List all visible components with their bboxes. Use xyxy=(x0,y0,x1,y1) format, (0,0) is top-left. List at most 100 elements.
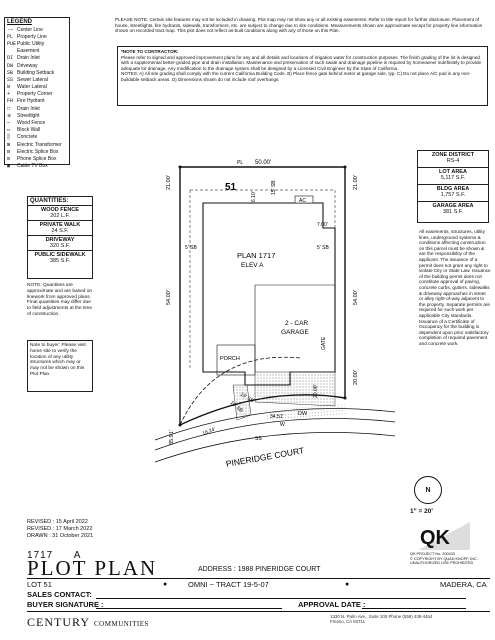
legend-symbol-icon: — xyxy=(7,120,11,127)
sales-line xyxy=(96,598,466,599)
legend-label: Driveway xyxy=(17,62,38,69)
legend-item: ⊡Phone Splice Box xyxy=(7,155,67,162)
plan-elev: ELEV A xyxy=(241,262,264,269)
legend-symbol-icon: ⊡ xyxy=(7,155,11,162)
quantity-value: 202 L.F. xyxy=(50,213,70,219)
quantities-title: QUANTITIES: xyxy=(28,197,92,206)
dw-label: DW xyxy=(298,411,308,417)
quantity-value: 24 S.F. xyxy=(51,228,69,234)
street-name: PINERIDGE COURT xyxy=(225,445,305,469)
century-logo: CENTURY COMMUNITIES xyxy=(27,613,149,631)
legend-label: Cable TV Box xyxy=(17,163,48,170)
lot-number: 51 xyxy=(225,182,237,193)
legend-symbol-icon: ▒ xyxy=(7,134,11,141)
legend-label: Block Wall xyxy=(17,127,41,134)
dim-curb-arc: 34.51' xyxy=(270,414,284,420)
legend-item: ⊟Electric Splice Box xyxy=(7,148,67,155)
dim-front-right: 20.00' xyxy=(353,370,359,385)
legend-symbol-icon: DW xyxy=(7,62,14,69)
porch-label: PORCH xyxy=(220,356,240,362)
dim-rear-left: 21.00' xyxy=(166,175,172,190)
zoning-label: GARAGE AREA xyxy=(432,203,474,209)
dim-rear-right: 21.00' xyxy=(353,175,359,190)
quantity-label: WOOD FENCE xyxy=(41,207,79,213)
legend-label: Drain Inlet xyxy=(17,105,40,112)
dim-front-left: 35.91' xyxy=(169,430,175,445)
title-plan-no: 1717 xyxy=(27,550,54,561)
legend-label: Easement xyxy=(17,48,40,55)
qk-text: QK PROJECT No. 200433 © COPYRIGHT BY QUA… xyxy=(410,552,494,566)
garage-label-1: 2 - CAR xyxy=(285,320,308,327)
legend-symbol-icon: SS xyxy=(7,76,14,83)
w-label: W xyxy=(280,422,285,428)
qk-logo: QK xyxy=(418,522,470,558)
legend-item: ▣Cable TV Box xyxy=(7,163,67,170)
quantity-value: 320 S.F. xyxy=(49,243,71,249)
address-value: 1988 PINERIDGE COURT xyxy=(237,566,321,573)
legend-label: Electric Splice Box xyxy=(17,148,59,155)
bottom-rule-top xyxy=(27,578,490,579)
legend-symbol-icon: + xyxy=(7,91,11,98)
legend-item: + Property Corner xyxy=(7,91,67,98)
qk-unauthorized: UNAUTHORIZED USE PROHIBITED xyxy=(410,561,474,565)
legend-label: Public Utility xyxy=(17,40,45,47)
legend-label: Building Setback xyxy=(17,69,55,76)
tract-label: OMNI ~ TRACT 19-5-07 xyxy=(188,580,269,589)
notice-text: PLEASE NOTE: Certain site features may n… xyxy=(115,17,483,34)
setback-left: 5' SB xyxy=(185,245,197,251)
legend-item: ⊠ Electric Transformer xyxy=(7,141,67,148)
quantity-label: DRIVEWAY xyxy=(45,237,75,243)
revision-2: REVISED : 17 March 2022 xyxy=(27,526,93,532)
legend-label: Drain Inlet xyxy=(17,55,40,62)
legend-label: Property Corner xyxy=(17,91,53,98)
legend-symbol-icon: PUE xyxy=(7,40,17,47)
revisions: REVISED : 15 April 2022 REVISED : 17 Mar… xyxy=(27,519,93,540)
quantity-label: PUBLIC SIDEWALK xyxy=(34,252,86,258)
plot-plan-title: PLOT PLAN xyxy=(27,556,158,580)
plot-plan-drawing: 51 PLAN 1717 ELEV A 2 - CAR GARAGE PORCH… xyxy=(154,160,396,469)
setback-rear: 15' SB xyxy=(271,180,277,195)
contractor-note-list: NOTES: A) All site grading shall comply … xyxy=(121,71,471,82)
office-line-1: 1330 N. Palm Ave., Suite 105 Phone (559)… xyxy=(330,614,433,619)
quantity-label: PRIVATE WALK xyxy=(39,222,81,228)
easement-note: All easements, structures, utility lines… xyxy=(419,229,491,346)
bullet-1: ● xyxy=(163,581,168,588)
legend-symbol-icon: W xyxy=(7,84,11,91)
gate-label: GATE xyxy=(321,336,327,350)
brand: CENTURY xyxy=(27,615,91,629)
city-label: MADERA, CA xyxy=(440,580,487,589)
ac-label: AC xyxy=(299,198,306,204)
zoning-value: 1,757 S.F. xyxy=(440,192,466,198)
address: ADDRESS : 1988 PINERIDGE COURT xyxy=(198,566,320,573)
buyer-line[interactable] xyxy=(96,608,282,609)
bullet-2: ● xyxy=(345,581,350,588)
legend-item: ▒Concrete xyxy=(7,134,67,141)
legend-symbol-icon: ⊠ xyxy=(7,141,11,148)
contractor-note: *NOTE TO CONTRACTOR: Please refer to sig… xyxy=(117,46,488,106)
quantities-note: NOTE: Quantities are approximate and are… xyxy=(27,283,93,317)
ss-label: SS xyxy=(255,436,262,442)
north-icon: N xyxy=(425,486,431,494)
approval-line[interactable] xyxy=(362,608,466,609)
buyer-signature: BUYER SIGNATURE : xyxy=(27,600,104,609)
dim-rear-yard: 6.10' xyxy=(251,191,257,202)
legend-item: Easement xyxy=(7,48,67,55)
bottom-rule xyxy=(27,611,490,612)
legend-item: ▭Block Wall xyxy=(7,127,67,134)
title-block: 1717 A xyxy=(27,545,80,563)
legend-label: Electric Transformer xyxy=(17,141,62,148)
plan-label: PLAN 1717 xyxy=(237,251,275,260)
